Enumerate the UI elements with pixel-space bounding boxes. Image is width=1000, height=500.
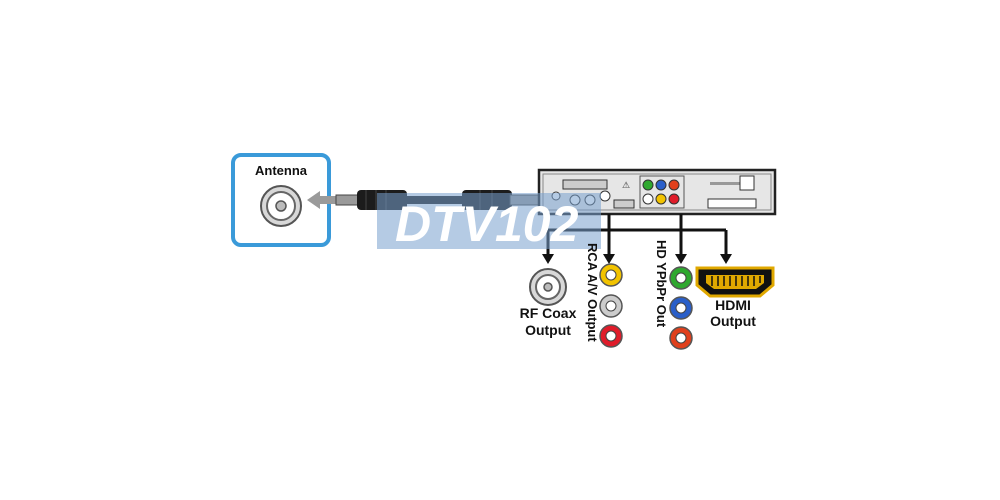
hd-ypbpr-out-label: HD YPbPr Out bbox=[654, 240, 669, 328]
antenna-label: Antenna bbox=[255, 163, 307, 178]
rca-av-output-label: RCA A/V Output bbox=[585, 243, 600, 342]
antenna-arrow-icon bbox=[307, 191, 336, 209]
antenna-coax-jack-icon bbox=[260, 185, 302, 227]
hdmi-port-icon bbox=[695, 266, 775, 298]
arrowheads bbox=[542, 254, 732, 264]
watermark: DTV102 bbox=[377, 193, 601, 252]
hdmi-label-line2: Output bbox=[710, 313, 756, 329]
rf-coax-label-line1: RF Coax bbox=[519, 305, 577, 321]
rca-av-jacks-icon bbox=[599, 263, 623, 348]
rf-coax-output-label: RF Coax Output bbox=[508, 305, 588, 339]
ypbpr-jacks-icon bbox=[669, 266, 693, 350]
hdmi-output-label: HDMI Output bbox=[700, 297, 766, 329]
svg-text:⚠: ⚠ bbox=[622, 181, 630, 191]
rf-coax-output-icon bbox=[529, 268, 567, 306]
rf-coax-label-line2: Output bbox=[525, 322, 571, 338]
hdmi-label-line1: HDMI bbox=[715, 297, 751, 313]
watermark-text: DTV102 bbox=[395, 196, 579, 252]
